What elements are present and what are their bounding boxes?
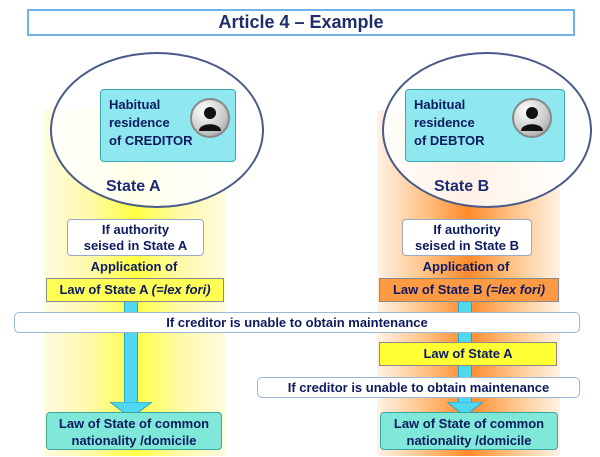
state-b-common-nationality-box: Law of State of common nationality /domi… [380,412,558,450]
debtor-residence-box: Habitual residence of DEBTOR [405,89,565,162]
state-b-authority-box: If authority seised in State B [402,219,532,256]
creditor-residence-label: Habitual residence of CREDITOR [109,97,193,148]
state-a-arrow-head-icon [110,402,152,418]
state-a-common-nationality-box: Law of State of common nationality /domi… [46,412,222,450]
person-silhouette-icon [199,107,221,131]
state-b-law-text: Law of State B [392,282,487,297]
state-a-authority-box: If authority seised in State A [67,219,204,256]
state-a-application-label: Application of [90,259,178,274]
state-a-label: State A [106,178,161,195]
state-b-arrow-head-icon [447,402,483,416]
state-a-law-box: Law of State A (=lex fori) [46,278,224,302]
state-a-law-text: Law of State A [59,282,152,297]
state-b-application-label: Application of [422,259,510,274]
maintenance-condition-banner: If creditor is unable to obtain maintena… [14,312,580,333]
person-silhouette-icon [521,107,543,131]
state-b-label: State B [434,178,490,195]
page-title: Article 4 – Example [27,9,575,36]
state-a-lex-fori: (=lex fori) [151,282,211,297]
state-b-law-box: Law of State B (=lex fori) [379,278,559,302]
state-b-lex-fori: (=lex fori) [486,282,546,297]
state-b-maintenance-condition-banner: If creditor is unable to obtain maintena… [257,377,580,398]
state-b-secondary-law-box: Law of State A [379,342,557,366]
creditor-person-icon [190,98,230,138]
debtor-person-icon [512,98,552,138]
debtor-residence-label: Habitual residence of DEBTOR [414,97,485,148]
